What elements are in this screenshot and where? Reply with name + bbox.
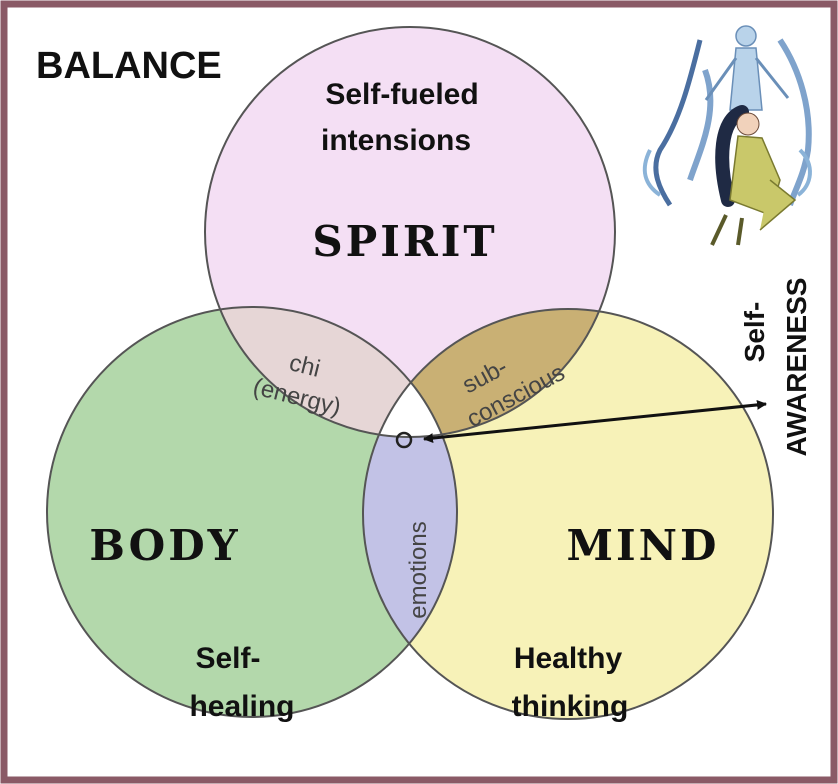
- spirit-label: SPIRIT: [312, 217, 497, 266]
- mind-caption-line2: thinking: [512, 690, 629, 723]
- woman-hair-icon: [715, 105, 749, 207]
- spirit-figure-arm-icon: [754, 57, 790, 99]
- water-swirl-icon: [653, 39, 703, 207]
- awareness-line2: AWARENESS: [781, 278, 812, 457]
- spirit-caption-line2: intensions: [321, 124, 471, 157]
- mind-outline: [362, 308, 774, 720]
- water-swirl-icon: [796, 148, 812, 197]
- body-outline: [46, 306, 458, 718]
- spirit-figure-body-icon: [729, 47, 763, 111]
- woman-foot-icon: [736, 217, 744, 246]
- water-swirl-icon: [777, 38, 812, 206]
- mind-caption-line1: Healthy: [514, 642, 623, 675]
- self-awareness-arrow: [423, 399, 767, 444]
- spirit-caption-line1: Self-fueled: [325, 78, 478, 111]
- emotions-label: emotions: [405, 521, 432, 618]
- body-label: BODY: [89, 521, 240, 570]
- self-center-dot: [395, 431, 413, 449]
- meditating-figures-illustration: [642, 25, 812, 246]
- page-title: BALANCE: [36, 45, 222, 87]
- overlap-spirit-body: [205, 307, 457, 437]
- woman-head-icon: [736, 112, 760, 136]
- body-caption-line2: healing: [189, 690, 294, 723]
- woman-legs-icon: [759, 179, 797, 231]
- awareness-line1: Self-: [739, 302, 770, 363]
- water-swirl-icon: [642, 149, 662, 197]
- woman-foot-icon: [710, 214, 728, 246]
- body-caption-line1: Self-: [195, 642, 260, 675]
- water-swirl-icon: [687, 68, 714, 181]
- spirit-figure-head-icon: [735, 25, 757, 47]
- mind-label: MIND: [567, 521, 720, 570]
- spirit-figure-arm-icon: [704, 57, 738, 101]
